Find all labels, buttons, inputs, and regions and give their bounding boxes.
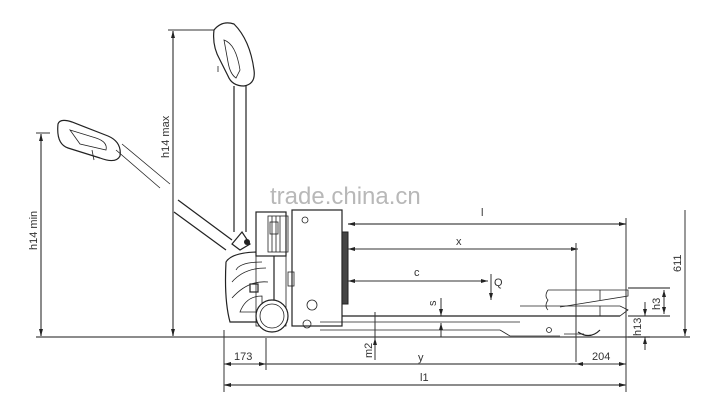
label-s: s [427,300,439,306]
label-h14-min: h14 min [28,211,40,250]
dim-611 [628,210,690,338]
label-h14-max: h14 max [160,115,172,158]
tiller-handle-lowered [57,119,233,251]
chassis-plate [269,209,349,329]
dim-c [348,274,493,300]
label-c: c [414,267,420,279]
forks [320,289,629,337]
label-h13: h13 [632,318,644,336]
label-173: 173 [234,351,252,363]
label-l1: l1 [420,372,429,384]
watermark: trade.china.cn [270,183,421,210]
label-Q: Q [494,277,503,289]
label-204: 204 [592,351,610,363]
dim-x [348,243,578,362]
label-l: l [481,207,483,219]
dim-h3 [628,287,670,317]
dim-h14-max [168,29,214,336]
drive-unit [224,211,289,333]
label-m2: m2 [363,343,375,358]
dim-h14-min [36,132,50,336]
dim-l [348,218,627,392]
label-h3: h3 [651,298,663,310]
label-x: x [456,236,462,248]
label-611: 611 [672,254,684,272]
label-y: y [418,352,424,364]
dim-173-y-204 [223,330,626,392]
tiller-handle-raised [213,22,255,232]
